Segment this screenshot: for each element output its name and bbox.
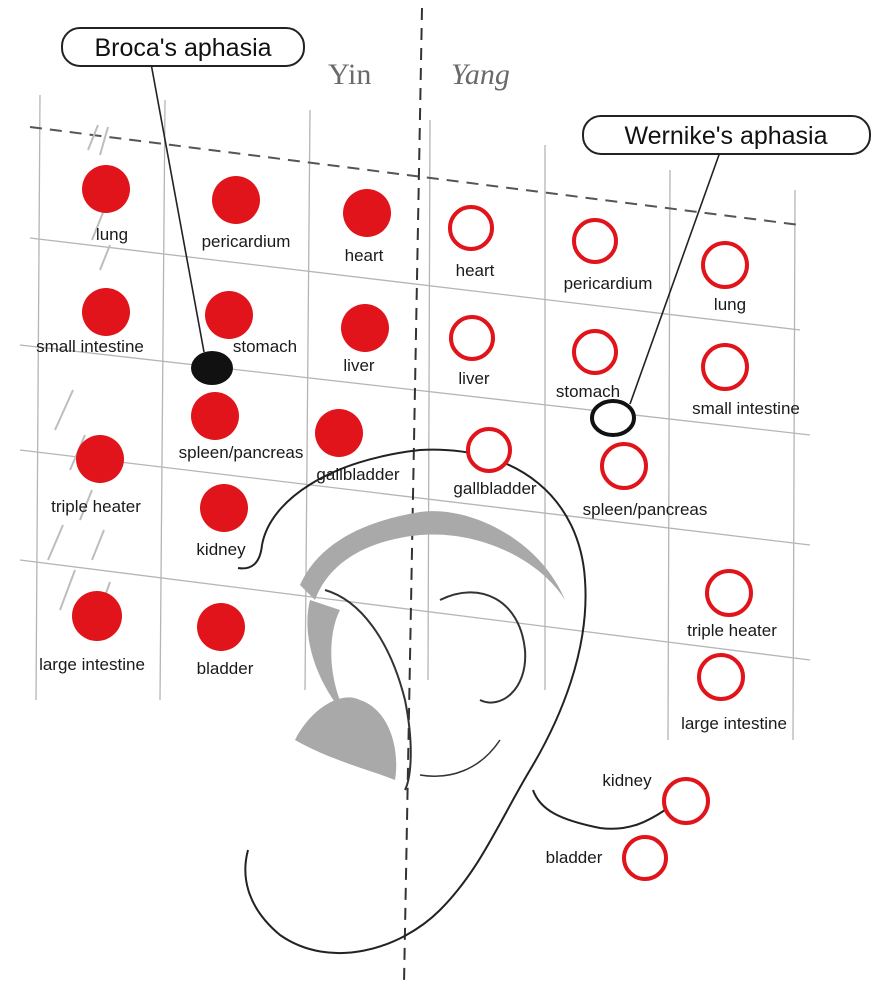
yin-point-spleen-pancreas (191, 392, 239, 440)
yin-label-gallbladder: gallbladder (316, 465, 400, 484)
yin-point-lung (82, 165, 130, 213)
ear-illustration (238, 450, 665, 953)
yin-label-heart: heart (345, 246, 384, 265)
yang-point-large-intestine (699, 655, 743, 699)
broca-aphasia-point (191, 351, 233, 385)
ear-shade-helix (300, 511, 565, 600)
yin-point-large-intestine (72, 591, 122, 641)
yin-point-stomach (205, 291, 253, 339)
yang-point-pericardium (574, 220, 616, 262)
yang-label-spleen-pancreas: spleen/pancreas (583, 500, 708, 519)
wernike-callout-label: Wernike's aphasia (624, 122, 827, 150)
yang-label-stomach: stomach (556, 382, 620, 401)
wernike-aphasia-point (592, 401, 634, 435)
ear-inner-curve (440, 592, 525, 702)
yang-labels: heart pericardium lung liver stomach sma… (453, 261, 799, 867)
yin-point-pericardium (212, 176, 260, 224)
yang-point-kidney (664, 779, 708, 823)
yang-point-lung (703, 243, 747, 287)
ear-lobe-line (420, 740, 500, 776)
broca-callout: Broca's aphasia (62, 28, 304, 66)
ear-shade-concha (295, 697, 396, 780)
broca-leader-line (150, 58, 204, 352)
yin-point-small-intestine (82, 288, 130, 336)
yin-label-spleen-pancreas: spleen/pancreas (179, 443, 304, 462)
yin-label-pericardium: pericardium (202, 232, 291, 251)
yang-label-small-intestine: small intestine (692, 399, 800, 418)
yang-label-kidney: kidney (602, 771, 652, 790)
yin-label-bladder: bladder (197, 659, 254, 678)
yang-label-lung: lung (714, 295, 746, 314)
yin-label-lung: lung (96, 225, 128, 244)
yin-header: Yin (328, 58, 371, 91)
yang-point-heart (450, 207, 492, 249)
yin-point-heart (343, 189, 391, 237)
yin-label-small-intestine: small intestine (36, 337, 144, 356)
yin-point-triple-heater (76, 435, 124, 483)
yang-label-large-intestine: large intestine (681, 714, 787, 733)
yang-label-heart: heart (456, 261, 495, 280)
yang-label-gallbladder: gallbladder (453, 479, 537, 498)
yang-point-triple-heater (707, 571, 751, 615)
yang-label-triple-heater: triple heater (687, 621, 777, 640)
yin-point-gallbladder (315, 409, 363, 457)
yin-point-kidney (200, 484, 248, 532)
yang-header: Yang (451, 58, 510, 91)
yin-label-kidney: kidney (196, 540, 246, 559)
yin-point-liver (341, 304, 389, 352)
yang-point-spleen-pancreas (602, 444, 646, 488)
yang-point-liver (451, 317, 493, 359)
yang-point-small-intestine (703, 345, 747, 389)
yang-label-bladder: bladder (546, 848, 603, 867)
yang-label-pericardium: pericardium (564, 274, 653, 293)
broca-callout-label: Broca's aphasia (94, 34, 271, 62)
yin-label-stomach: stomach (233, 337, 297, 356)
yang-point-stomach (574, 331, 616, 373)
yin-label-liver: liver (343, 356, 375, 375)
yang-label-liver: liver (458, 369, 490, 388)
ear-lower-mark (533, 790, 665, 829)
wernike-callout: Wernike's aphasia (583, 116, 870, 154)
yang-point-gallbladder (468, 429, 510, 471)
yin-label-triple-heater: triple heater (51, 497, 141, 516)
yang-point-bladder (624, 837, 666, 879)
yin-label-large-intestine: large intestine (39, 655, 145, 674)
yin-point-bladder (197, 603, 245, 651)
